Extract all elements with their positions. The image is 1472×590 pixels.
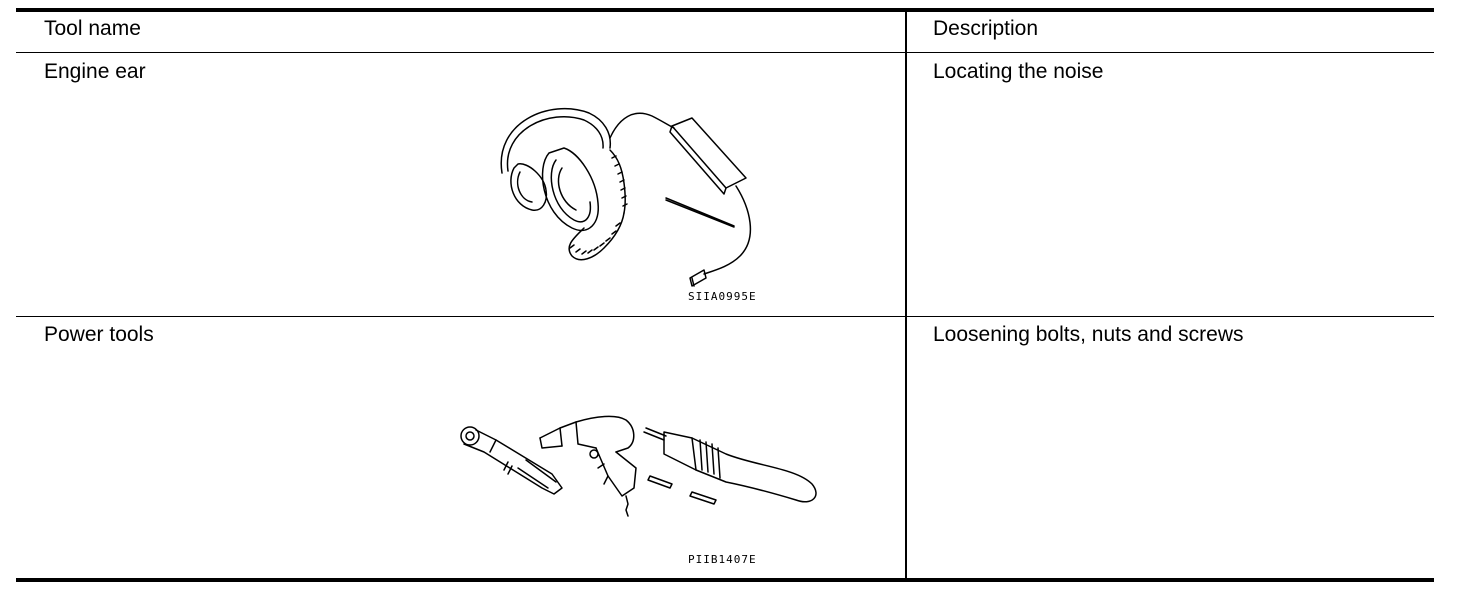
column-divider	[905, 12, 907, 580]
table-top-rule	[16, 8, 1434, 12]
header-description: Description	[933, 17, 1039, 40]
header-tool-name: Tool name	[44, 17, 141, 40]
power-tools-icon	[460, 415, 817, 517]
header-divider	[16, 52, 1434, 53]
row-2-illustration-code: PIIB1407E	[688, 553, 757, 566]
table-bottom-rule	[16, 578, 1434, 582]
row-2-tool-name: Power tools	[44, 323, 154, 346]
row-1-description: Locating the noise	[933, 60, 1104, 83]
row-1-tool-name: Engine ear	[44, 60, 146, 83]
engine-ear-stethoscope-icon	[500, 108, 752, 287]
row-2-description: Loosening bolts, nuts and screws	[933, 323, 1244, 346]
row-divider	[16, 316, 1434, 317]
tools-table: Tool name Description Engine ear Locatin…	[16, 8, 1434, 582]
row-1-illustration-code: SIIA0995E	[688, 290, 757, 303]
